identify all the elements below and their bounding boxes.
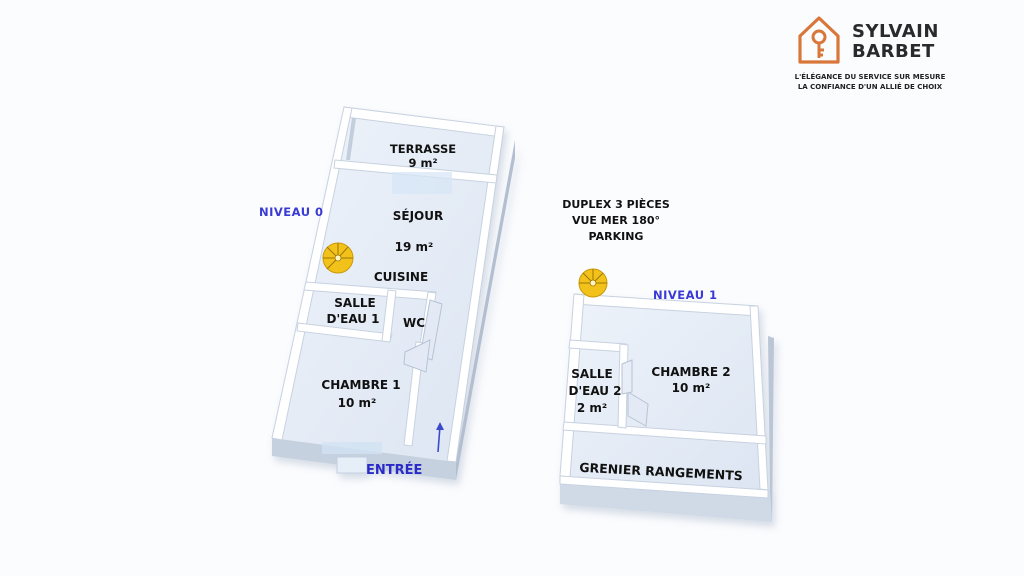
room-cuisine-name: CUISINE xyxy=(373,270,429,284)
brand-tagline-1: L'ÉLÉGANCE DU SERVICE SUR MESURE xyxy=(794,73,946,81)
room-salle2-line2: D'EAU 2 xyxy=(568,384,622,398)
brand-logo: SYLVAIN BARBET L'ÉLÉGANCE DU SERVICE SUR… xyxy=(790,10,960,100)
info-line1: DUPLEX 3 PIÈCES xyxy=(562,198,670,211)
level0-plan xyxy=(271,106,515,480)
info-line3: PARKING xyxy=(588,230,644,243)
room-sejour-area: 19 m² xyxy=(394,240,434,254)
brand-name-line2: BARBET xyxy=(852,41,935,62)
house-key-icon xyxy=(798,16,840,64)
room-chambre2-area: 10 m² xyxy=(671,381,711,395)
room-salle2-line1: SALLE xyxy=(571,367,613,381)
room-terrasse-area: 9 m² xyxy=(408,156,438,170)
room-wc-name: WC xyxy=(402,316,426,330)
room-sejour-name: SÉJOUR xyxy=(392,209,444,223)
entrance-label: ENTRÉE xyxy=(366,463,423,478)
spiral-stair-level1 xyxy=(578,268,608,298)
room-chambre1-name: CHAMBRE 1 xyxy=(321,378,401,392)
level1-label: NIVEAU 1 xyxy=(653,288,718,302)
spiral-stair-level0 xyxy=(322,242,354,274)
info-line2: VUE MER 180° xyxy=(571,214,660,227)
level0-label: NIVEAU 0 xyxy=(259,205,324,219)
level1-plan xyxy=(559,293,774,522)
brand-name-line1: SYLVAIN xyxy=(852,21,939,42)
room-salle2-area: 2 m² xyxy=(576,401,608,415)
room-chambre1-area: 10 m² xyxy=(337,396,377,410)
room-chambre2-name: CHAMBRE 2 xyxy=(651,365,731,379)
room-terrasse-name: TERRASSE xyxy=(389,142,457,156)
room-salle1-line2: D'EAU 1 xyxy=(326,312,380,326)
room-salle1-line1: SALLE xyxy=(334,296,376,310)
brand-tagline-2: LA CONFIANCE D'UN ALLIÉ DE CHOIX xyxy=(797,83,943,91)
